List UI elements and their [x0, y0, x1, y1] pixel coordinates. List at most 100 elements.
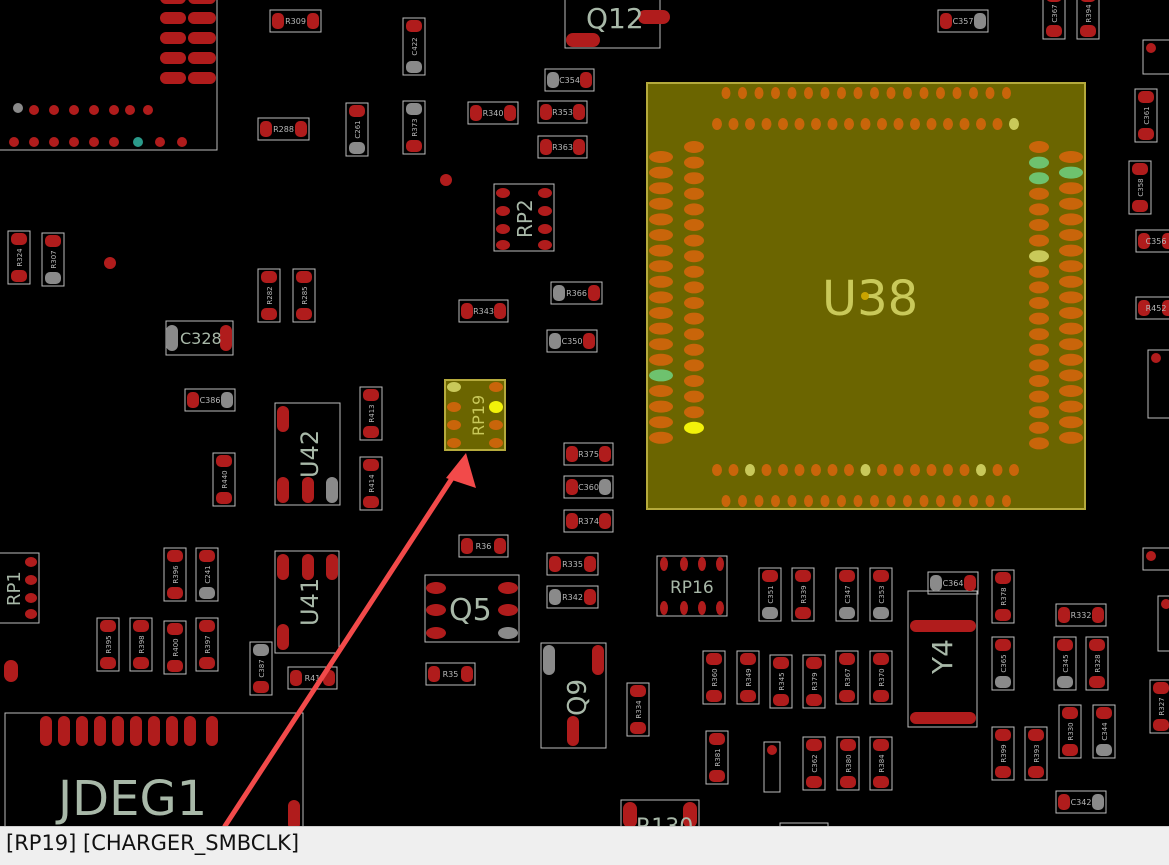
r35-component[interactable]: R35: [425, 662, 476, 686]
c351-component[interactable]: C351: [758, 567, 782, 622]
r452-component[interactable]: R452: [1135, 296, 1169, 320]
r345-component[interactable]: R345: [769, 654, 793, 709]
r334-component[interactable]: R334: [626, 682, 650, 737]
r366-component[interactable]: R366: [550, 281, 603, 305]
r342-component[interactable]: R342: [546, 585, 599, 609]
r380-component[interactable]: R380: [836, 736, 860, 791]
r309-component[interactable]: R309: [269, 9, 322, 33]
r395-component[interactable]: R395: [96, 617, 120, 672]
r370-component[interactable]: R370: [869, 650, 893, 705]
c357-component[interactable]: C357: [937, 9, 989, 33]
r343-component[interactable]: R343: [458, 299, 509, 323]
c354-label: C354: [559, 76, 580, 85]
c353-component[interactable]: C353: [869, 567, 893, 622]
r285-component[interactable]: R285: [292, 268, 316, 323]
r282-component[interactable]: R282: [257, 268, 281, 323]
edge-part-2[interactable]: [1157, 595, 1169, 652]
r384-component[interactable]: R384: [869, 736, 893, 791]
q5-component[interactable]: Q5: [424, 574, 520, 643]
r41x-component[interactable]: R41: [287, 666, 338, 690]
r349-component[interactable]: R349: [736, 650, 760, 705]
c362-component[interactable]: C362: [802, 736, 826, 791]
r394-component[interactable]: R394: [1076, 0, 1100, 40]
c365-component[interactable]: C365: [991, 636, 1015, 691]
r360-component[interactable]: R360: [702, 650, 726, 705]
c386-component[interactable]: C386: [184, 388, 236, 412]
c387-component[interactable]: C387: [249, 641, 273, 696]
c342-component[interactable]: C342: [1055, 790, 1107, 814]
r330-component[interactable]: R330: [1058, 704, 1082, 759]
u38-component[interactable]: U38: [646, 82, 1086, 510]
r399-component[interactable]: R399: [991, 726, 1015, 781]
r373-component[interactable]: R373: [402, 100, 426, 155]
c367-component[interactable]: C367: [1042, 0, 1066, 40]
c360-component[interactable]: C360: [563, 475, 614, 499]
r363-component[interactable]: R363: [537, 135, 588, 159]
r396-component[interactable]: R396: [163, 547, 187, 602]
r324-component[interactable]: R324: [7, 230, 31, 285]
r36-component[interactable]: R36: [458, 534, 509, 558]
c356-component[interactable]: C356: [1135, 229, 1169, 253]
r440-component[interactable]: R440: [212, 452, 236, 507]
r288-component[interactable]: R288: [257, 117, 310, 141]
r378-component[interactable]: R378: [991, 569, 1015, 624]
r374-component[interactable]: R374: [563, 509, 614, 533]
r381-component[interactable]: R381: [705, 730, 729, 785]
c350-component[interactable]: C350: [546, 329, 598, 353]
c361-component[interactable]: C361: [1134, 88, 1158, 143]
c347-component[interactable]: C347: [835, 567, 859, 622]
annotation-arrow: [222, 460, 465, 826]
r367-component[interactable]: R367: [835, 650, 859, 705]
y4-component[interactable]: Y4: [907, 590, 978, 728]
r398-component[interactable]: R398: [129, 617, 153, 672]
r379-component[interactable]: R379: [802, 654, 826, 709]
r332-component[interactable]: R332: [1055, 603, 1107, 627]
r375-component[interactable]: R375: [563, 442, 614, 466]
top-left-connector[interactable]: [0, 0, 452, 269]
u41-label: U41: [296, 578, 324, 626]
rp19-component[interactable]: RP19: [444, 379, 506, 451]
c422-component[interactable]: C422: [402, 17, 426, 76]
c261-component[interactable]: C261: [345, 102, 369, 157]
edge-part-3[interactable]: [1142, 547, 1169, 571]
pcb-board-view[interactable]: Q12 U38 RP19 RP2 C328: [0, 0, 1169, 826]
r328-component[interactable]: R328: [1085, 636, 1109, 691]
q9-component[interactable]: Q9: [540, 642, 607, 749]
q12-component[interactable]: Q12: [564, 0, 670, 49]
rp1-component[interactable]: RP1: [0, 552, 40, 624]
r400-component[interactable]: R400: [163, 620, 187, 675]
r397-component[interactable]: R397: [195, 617, 219, 672]
r414-component[interactable]: R414: [359, 456, 383, 511]
edge-part-4[interactable]: [763, 741, 781, 793]
pcb-layout-canvas[interactable]: Q12 U38 RP19 RP2 C328: [0, 0, 1169, 826]
r353-component[interactable]: R353: [537, 100, 588, 124]
c241-component[interactable]: C241: [195, 547, 219, 602]
r327-component[interactable]: R327: [1149, 679, 1169, 734]
rp16-label: RP16: [670, 578, 714, 598]
r335-component[interactable]: R335: [546, 552, 599, 576]
jdeg1-component[interactable]: JDEG1: [4, 660, 304, 826]
c328-component[interactable]: C328: [165, 320, 234, 356]
r35-label: R35: [443, 670, 459, 679]
r130-component[interactable]: R130: [620, 799, 829, 826]
r340-component[interactable]: R340: [467, 101, 519, 125]
c364-component[interactable]: C364: [927, 571, 979, 595]
u42-component[interactable]: U42: [274, 402, 341, 506]
r366-label: R366: [566, 289, 587, 298]
rp2-component[interactable]: RP2: [493, 183, 555, 252]
c344-component[interactable]: C344: [1092, 704, 1116, 759]
rp16-component[interactable]: RP16: [656, 555, 728, 617]
edge-part-0[interactable]: [1142, 39, 1169, 75]
c358-component[interactable]: C358: [1128, 160, 1152, 215]
r413-component[interactable]: R413: [359, 386, 383, 441]
c367-label: C367: [1051, 4, 1059, 22]
r307-component[interactable]: R307: [41, 232, 65, 287]
r373-label: R373: [411, 118, 419, 136]
c362-label: C362: [811, 754, 819, 772]
c345-component[interactable]: C345: [1053, 636, 1077, 691]
edge-part-1[interactable]: [1147, 349, 1169, 419]
r393-component[interactable]: R393: [1024, 726, 1048, 781]
r339-component[interactable]: R339: [791, 567, 815, 622]
c354-component[interactable]: C354: [544, 68, 595, 92]
u41-component[interactable]: U41: [274, 550, 340, 654]
